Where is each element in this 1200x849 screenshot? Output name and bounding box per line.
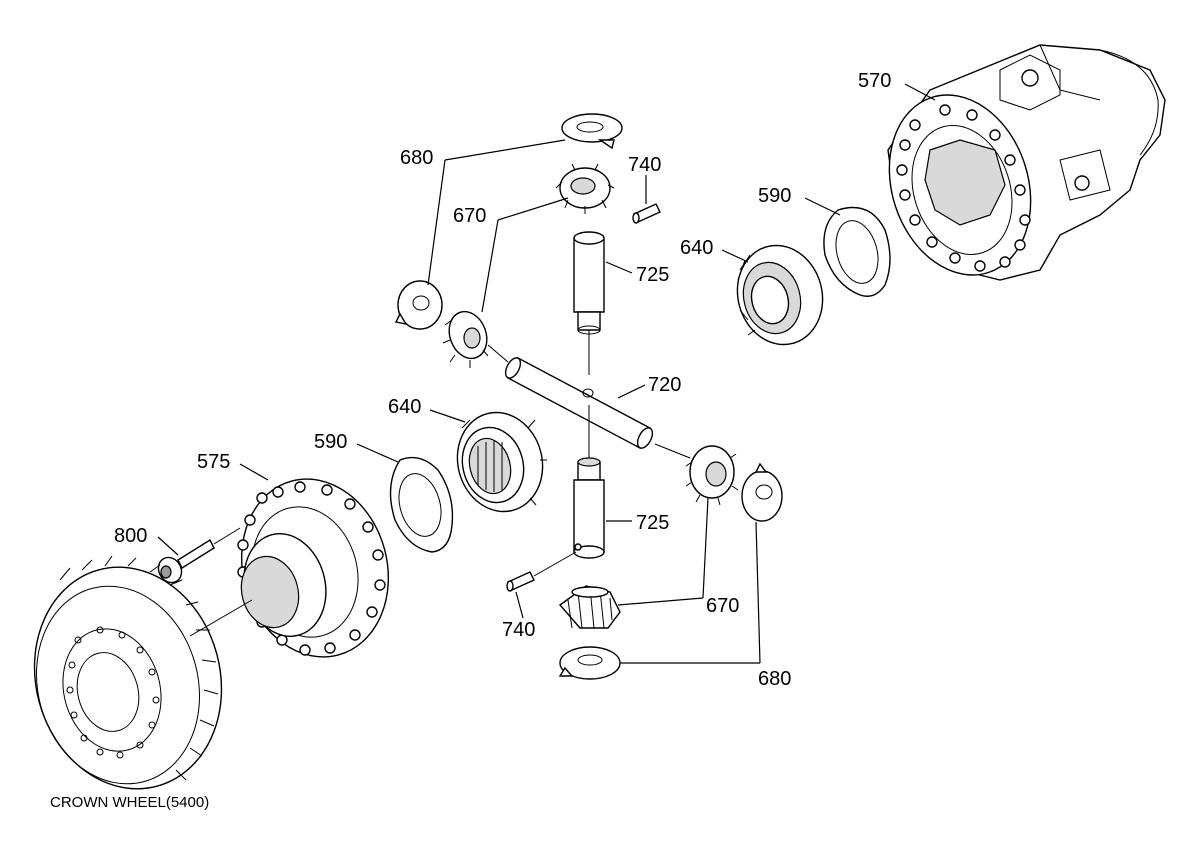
- caption-crown-wheel: CROWN WHEEL(5400): [50, 794, 209, 811]
- thrust-washer-590-left: [389, 456, 454, 553]
- roll-pin-740-top: [632, 203, 661, 224]
- label-640-right: 640: [680, 237, 713, 259]
- pinion-gear-670-left: [442, 310, 489, 368]
- short-shaft-725-bottom: [573, 405, 605, 559]
- label-740-bottom: 740: [502, 619, 535, 641]
- label-725-bottom: 725: [636, 512, 669, 534]
- label-670-top: 670: [453, 205, 486, 227]
- label-720: 720: [648, 374, 681, 396]
- pinion-gear-670-bottom: [558, 585, 621, 629]
- differential-case-570: [887, 44, 1166, 281]
- label-725-top: 725: [636, 264, 669, 286]
- bolt-800: [157, 527, 241, 584]
- side-gear-640-left: [456, 411, 547, 513]
- part-labels: 570 680 740 670 725 590 640 720 640 590 …: [50, 70, 891, 811]
- label-640-left: 640: [388, 396, 421, 418]
- pinion-gear-670-top: [555, 163, 615, 214]
- side-gear-640-right: [736, 244, 824, 346]
- short-shaft-725-top: [573, 231, 605, 375]
- case-cover-575: [237, 478, 390, 658]
- leader-lines: [157, 83, 936, 664]
- label-590-right: 590: [758, 185, 791, 207]
- label-680-bottom: 680: [758, 668, 791, 690]
- label-590-left: 590: [314, 431, 347, 453]
- cross-shaft-720: [487, 344, 691, 459]
- thrust-washer-590-right: [823, 206, 891, 297]
- thrust-washer-680-right: [741, 462, 783, 522]
- thrust-washer-680-left: [394, 280, 443, 330]
- crown-wheel: [33, 555, 253, 790]
- roll-pin-740-bottom: [506, 551, 577, 592]
- label-680-top: 680: [400, 147, 433, 169]
- thrust-washer-680-top: [561, 113, 623, 150]
- label-800: 800: [114, 525, 147, 547]
- label-670-bottom: 670: [706, 595, 739, 617]
- label-575: 575: [197, 451, 230, 473]
- label-740-top: 740: [628, 154, 661, 176]
- pinion-gear-670-right: [685, 445, 739, 506]
- label-570: 570: [858, 70, 891, 92]
- thrust-washer-680-bottom: [558, 646, 621, 680]
